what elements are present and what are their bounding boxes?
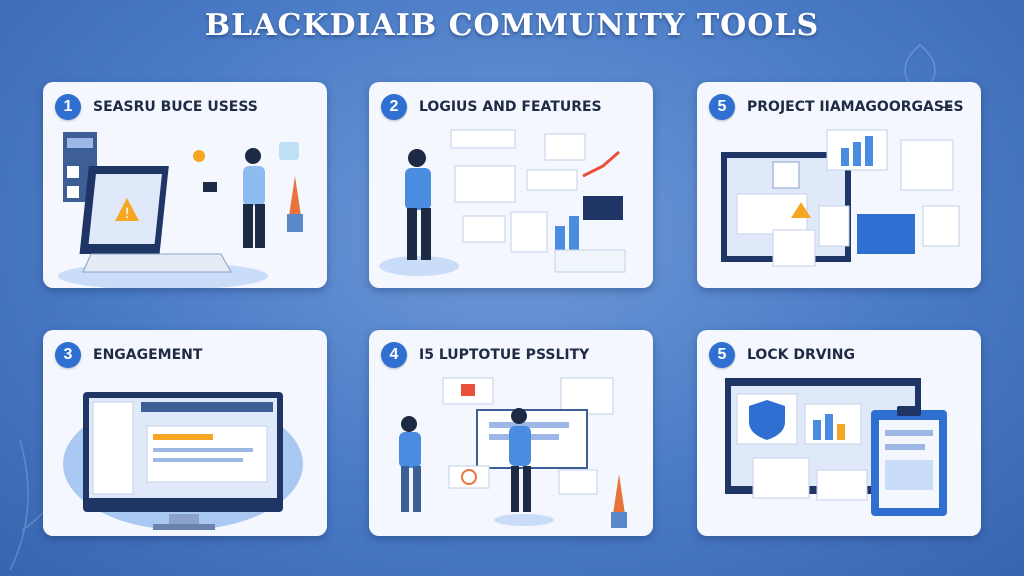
card-title: LOCK DRVING [747,347,855,363]
card-number-badge: 3 [55,342,81,368]
laptop-warning-illustration: ! [58,132,303,288]
card-number-badge: 1 [55,94,81,120]
card-number-badge: 2 [381,94,407,120]
warning-icon [115,198,139,221]
card-4[interactable]: 3 ENGAGEMENT [43,330,327,536]
card-number-badge: 5 [709,342,735,368]
page-title: BLACKDIAIB COMMUNITY TOOLS [204,8,820,43]
card-6[interactable]: 5 LOCK DRVING [697,330,981,536]
card-2[interactable]: 2 LOGIUS AND FEATURES [369,82,653,288]
leaf-decoration [904,44,936,96]
card-title: LOGIUS AND FEATURES [419,99,602,115]
monitor-engagement-illustration [63,392,303,530]
card-title: I5 LUPTOTUE PSSLITY [419,347,590,363]
card-number-badge: 5 [709,94,735,120]
card-title: SEASRU BUCE USESS [93,99,258,115]
shield-icon [749,400,785,440]
card-title: ENGAGEMENT [93,347,203,363]
card-1[interactable]: 1 SEASRU BUCE USESS ! [43,82,327,288]
features-illustration [379,129,626,276]
card-number-badge: 4 [381,342,407,368]
collaboration-illustration [399,377,627,528]
security-dashboard-illustration [725,378,947,516]
card-3[interactable]: 5 PROJECT IIAMAGOORGASE̶S [697,82,981,288]
card-5[interactable]: 4 I5 LUPTOTUE PSSLITY [369,330,653,536]
svg-text:!: ! [124,206,130,222]
card-title: PROJECT IIAMAGOORGASE̶S [747,99,964,115]
lock-icon [461,384,475,396]
project-dashboard-illustration [721,129,960,267]
